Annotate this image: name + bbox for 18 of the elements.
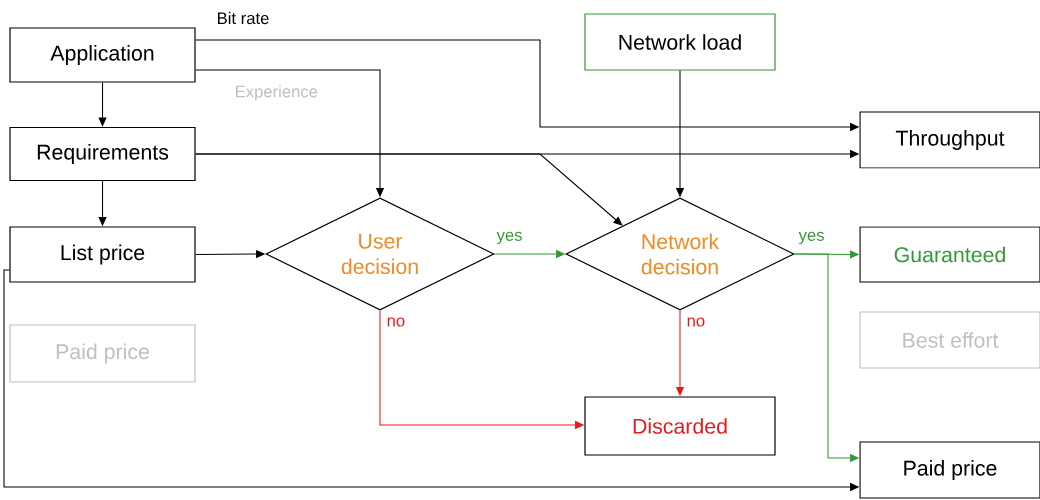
edge-label: yes: [496, 231, 522, 245]
edge-label: no: [687, 317, 705, 327]
process-box: Network load: [584, 13, 776, 71]
edge-label: yes: [798, 231, 824, 245]
process-box: Paid price: [859, 441, 1040, 499]
edge-label: no: [387, 317, 405, 327]
process-box: Throughput: [859, 111, 1040, 169]
arrow: [98, 82, 107, 127]
process-box: Guaranteed: [859, 226, 1040, 283]
arrow: [195, 153, 623, 226]
process-box: Application: [9, 27, 196, 83]
process-box: Best effort: [859, 311, 1040, 369]
edge-label: Experience: [235, 85, 318, 101]
process-box: Requirements: [9, 126, 196, 182]
process-box: Discarded: [584, 396, 776, 456]
edge-label: Bit rate: [217, 11, 269, 25]
process-box: Paid price: [9, 324, 196, 383]
process-box: List price: [9, 226, 196, 283]
